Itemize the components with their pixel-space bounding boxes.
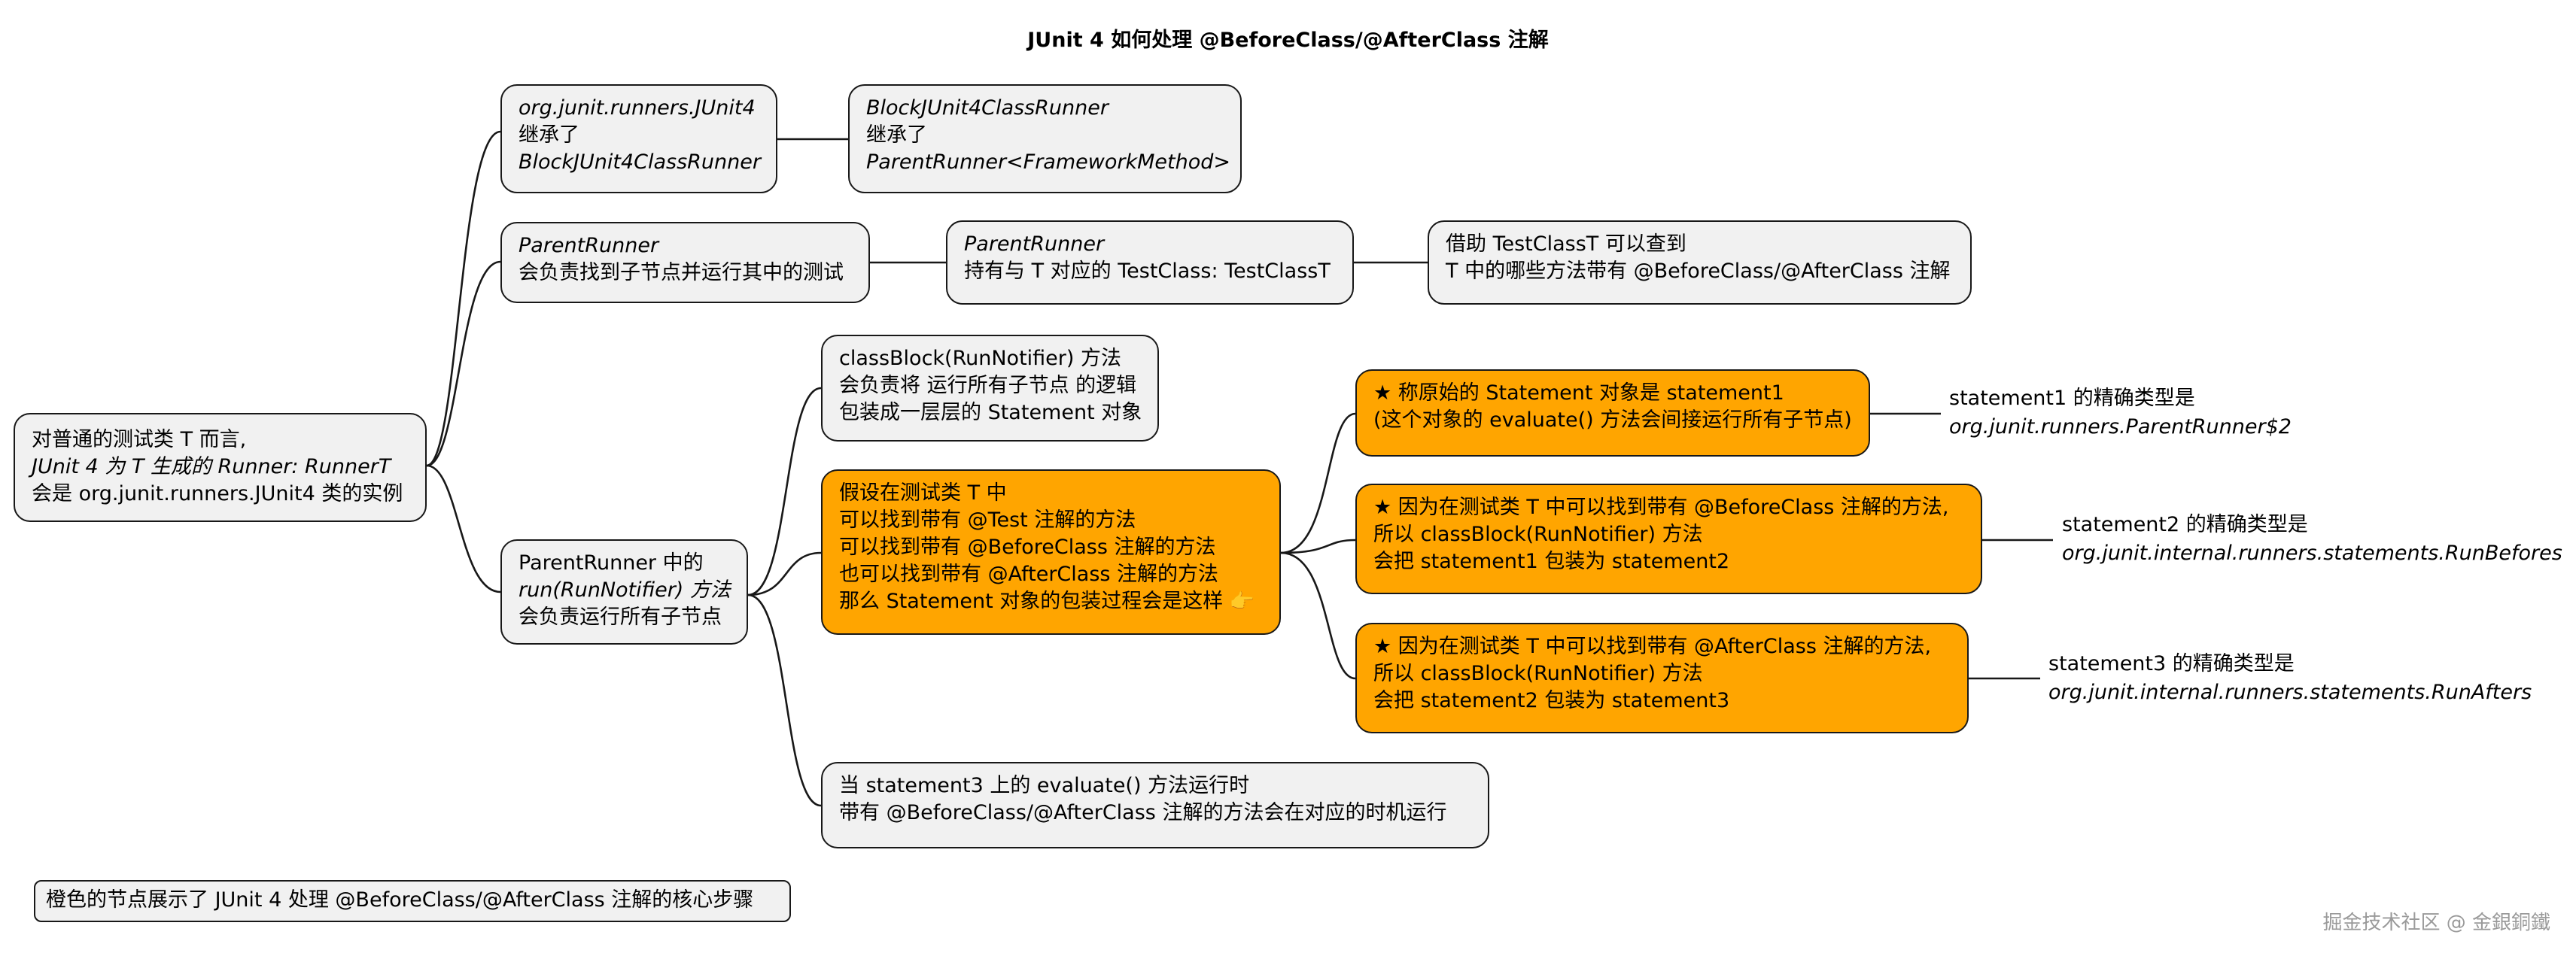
- classblock-line-3: 包装成一层层的 Statement 对象: [839, 401, 1142, 424]
- run-line-3: 会负责运行所有子节点: [519, 605, 722, 629]
- edge-root-parentrunner: [426, 260, 501, 467]
- junit4-node: org.junit.runners.JUnit4 继承了 BlockJUnit4…: [500, 84, 777, 193]
- junit4-line-3: BlockJUnit4ClassRunner: [519, 150, 761, 174]
- holds-line-1: ParentRunner: [964, 232, 1105, 256]
- edge-assume-step3: [1280, 551, 1356, 680]
- block-runner-line-2: 继承了: [866, 123, 927, 147]
- edge-run-classblock: [747, 387, 822, 596]
- edge-run-evaluate: [747, 593, 822, 807]
- step3-line-3: 会把 statement2 包装为 statement3: [1373, 689, 1730, 712]
- testclass-line-1: 借助 TestClassT 可以查到: [1446, 232, 1686, 256]
- step3-node: ★ 因为在测试类 T 中可以找到带有 @AfterClass 注解的方法, 所以…: [1355, 623, 1969, 733]
- edge-root-junit4: [426, 130, 501, 467]
- edge-root-run: [426, 464, 501, 593]
- junit4-line-2: 继承了: [519, 123, 579, 147]
- leaf2-line-1: statement2 的精确类型是: [2062, 513, 2308, 536]
- holds-line-2: 持有与 T 对应的 TestClass: TestClassT: [964, 259, 1331, 283]
- parent-runner-node: ParentRunner 会负责找到子节点并运行其中的测试: [500, 222, 870, 303]
- assume-line-4: 也可以找到带有 @AfterClass 注解的方法: [839, 563, 1219, 586]
- step3-line-1: ★ 因为在测试类 T 中可以找到带有 @AfterClass 注解的方法,: [1373, 635, 1932, 658]
- root-line-3: 会是 org.junit.runners.JUnit4 类的实例: [32, 482, 403, 505]
- evaluate-node: 当 statement3 上的 evaluate() 方法运行时 带有 @Bef…: [821, 762, 1489, 848]
- step2-node: ★ 因为在测试类 T 中可以找到带有 @BeforeClass 注解的方法, 所…: [1355, 484, 1982, 594]
- diagram-title: JUnit 4 如何处理 @BeforeClass/@AfterClass 注解: [1027, 29, 1549, 52]
- step2-line-2: 所以 classBlock(RunNotifier) 方法: [1373, 523, 1703, 546]
- parent-runner-line-1: ParentRunner: [519, 234, 659, 257]
- root-line-1: 对普通的测试类 T 而言,: [32, 428, 247, 451]
- step2-line-1: ★ 因为在测试类 T 中可以找到带有 @BeforeClass 注解的方法,: [1373, 496, 1949, 519]
- testclass-node: 借助 TestClassT 可以查到 T 中的哪些方法带有 @BeforeCla…: [1428, 220, 1972, 305]
- root-line-2: JUnit 4 为 T 生成的 Runner: RunnerT: [32, 455, 391, 478]
- assume-node: 假设在测试类 T 中 可以找到带有 @Test 注解的方法 可以找到带有 @Be…: [821, 469, 1281, 635]
- edge-assume-step1: [1280, 412, 1356, 554]
- root-node: 对普通的测试类 T 而言, JUnit 4 为 T 生成的 Runner: Ru…: [14, 413, 427, 522]
- assume-line-3: 可以找到带有 @BeforeClass 注解的方法: [839, 536, 1216, 559]
- block-runner-line-1: BlockJUnit4ClassRunner: [866, 96, 1109, 120]
- assume-line-5: 那么 Statement 对象的包装过程会是这样 👉: [839, 590, 1255, 613]
- classblock-line-2: 会负责将 运行所有子节点 的逻辑: [839, 374, 1137, 397]
- leaf2-text: statement2 的精确类型是 org.junit.internal.run…: [2062, 511, 2562, 568]
- run-node: ParentRunner 中的 run(RunNotifier) 方法 会负责运…: [500, 539, 748, 645]
- run-line-2: run(RunNotifier) 方法: [519, 578, 731, 602]
- classblock-line-1: classBlock(RunNotifier) 方法: [839, 347, 1121, 370]
- watermark: 掘金技术社区 @ 金銀銅鐵: [2322, 912, 2550, 934]
- leaf1-text: statement1 的精确类型是 org.junit.runners.Pare…: [1949, 384, 2292, 442]
- step1-line-1: ★ 称原始的 Statement 对象是 statement1: [1373, 381, 1784, 405]
- block-runner-node: BlockJUnit4ClassRunner 继承了 ParentRunner<…: [848, 84, 1242, 193]
- junit4-line-1: org.junit.runners.JUnit4: [519, 96, 756, 120]
- leaf3-text: statement3 的精确类型是 org.junit.internal.run…: [2048, 650, 2532, 707]
- edge-run-assume: [747, 551, 822, 596]
- leaf1-line-2: org.junit.runners.ParentRunner$2: [1949, 415, 2292, 439]
- leaf1-line-1: statement1 的精确类型是: [1949, 387, 2195, 410]
- legend-note: 橙色的节点展示了 JUnit 4 处理 @BeforeClass/@AfterC…: [34, 880, 791, 922]
- leaf2-line-2: org.junit.internal.runners.statements.Ru…: [2062, 542, 2562, 565]
- leaf3-line-2: org.junit.internal.runners.statements.Ru…: [2048, 681, 2532, 704]
- block-runner-line-3: ParentRunner<FrameworkMethod>: [866, 150, 1230, 174]
- legend-text: 橙色的节点展示了 JUnit 4 处理 @BeforeClass/@AfterC…: [46, 888, 754, 912]
- evaluate-line-2: 带有 @BeforeClass/@AfterClass 注解的方法会在对应的时机…: [839, 801, 1447, 824]
- leaf3-line-1: statement3 的精确类型是: [2048, 652, 2295, 675]
- step2-line-3: 会把 statement1 包装为 statement2: [1373, 550, 1730, 573]
- testclass-line-2: T 中的哪些方法带有 @BeforeClass/@AfterClass 注解: [1446, 259, 1951, 283]
- step3-line-2: 所以 classBlock(RunNotifier) 方法: [1373, 662, 1703, 685]
- edge-assume-step2: [1280, 539, 1356, 554]
- assume-line-2: 可以找到带有 @Test 注解的方法: [839, 508, 1136, 532]
- step1-line-2: (这个对象的 evaluate() 方法会间接运行所有子节点): [1373, 408, 1852, 432]
- step1-node: ★ 称原始的 Statement 对象是 statement1 (这个对象的 e…: [1355, 369, 1870, 457]
- parent-runner-line-2: 会负责找到子节点并运行其中的测试: [519, 261, 844, 284]
- assume-line-1: 假设在测试类 T 中: [839, 481, 1007, 505]
- classblock-node: classBlock(RunNotifier) 方法 会负责将 运行所有子节点 …: [821, 335, 1159, 442]
- run-line-1: ParentRunner 中的: [519, 551, 704, 575]
- evaluate-line-1: 当 statement3 上的 evaluate() 方法运行时: [839, 774, 1250, 797]
- parent-runner-holds-node: ParentRunner 持有与 T 对应的 TestClass: TestCl…: [946, 220, 1354, 305]
